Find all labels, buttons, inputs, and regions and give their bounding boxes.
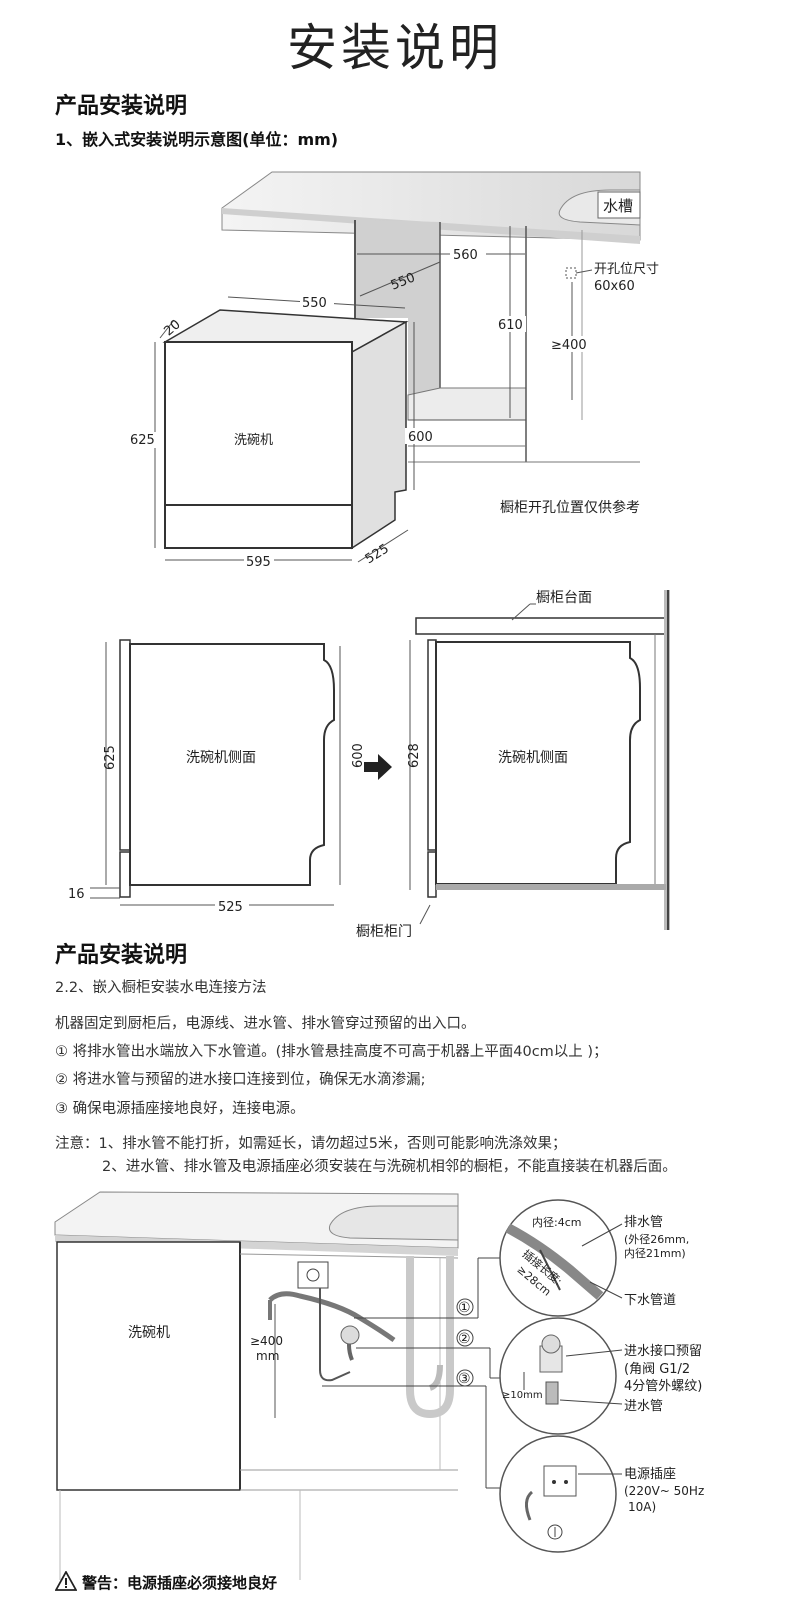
drain-hose-outer: (外径26mm, [624, 1233, 689, 1246]
inner-dia: 内径:4cm [532, 1215, 581, 1229]
hole-size-label: 开孔位尺寸 [594, 262, 659, 277]
dim-625: 625 [130, 433, 155, 448]
ge-10mm: ≥10mm [502, 1390, 543, 1401]
sink-label: 水槽 [603, 197, 633, 215]
dim-600-side: 600 [351, 743, 366, 768]
step-2: ② 将进水管与预留的进水接口连接到位，确保无水滴渗漏; [55, 1072, 426, 1088]
dishwasher-label-3: 洗碗机 [128, 1325, 170, 1341]
section2-intro: 机器固定到厨柜后，电源线、进水管、排水管穿过预留的出入口。 [55, 1016, 476, 1032]
side-view-label-right: 洗碗机侧面 [498, 750, 568, 766]
drain-hose-inner: 内径21mm) [624, 1246, 686, 1260]
dim-600: 600 [408, 430, 433, 445]
inlet-reserve-label: 进水接口预留 [624, 1343, 702, 1359]
warning-text: 警告：电源插座必须接地良好 [82, 1574, 278, 1592]
cabinet-note: 橱柜开孔位置仅供参考 [500, 499, 640, 516]
section2-subheading: 2.2、嵌入橱柜安装水电连接方法 [55, 980, 267, 996]
inlet-hose-label: 进水管 [624, 1399, 663, 1414]
inlet-spec-2: 4分管外螺纹) [624, 1379, 702, 1394]
dim-610: 610 [498, 318, 523, 333]
dim-550-top: 550 [302, 296, 327, 311]
door-label: 橱柜柜门 [356, 924, 412, 940]
page-title: 安装说明 [287, 19, 503, 77]
dim-628: 628 [407, 743, 422, 768]
section2-heading: 产品安装说明 [55, 943, 188, 968]
socket-spec-1: (220V~ 50Hz [624, 1484, 704, 1498]
drain-pipe-label: 下水管道 [624, 1293, 676, 1308]
drain-hose-label: 排水管 [624, 1215, 663, 1230]
arrow-right-icon [364, 754, 392, 780]
step-1: ① 将排水管出水端放入下水管道。(排水管悬挂高度不可高于机器上平面40cm以上 … [55, 1044, 608, 1060]
hole-size-value: 60x60 [594, 279, 635, 294]
section1-subheading: 1、嵌入式安装说明示意图(单位：mm) [55, 130, 339, 149]
socket-label: 电源插座 [624, 1467, 676, 1482]
figure-connection-diagram: 洗碗机 ≥400 mm ① ② ③ 内径:4cm 插接长度: ≥28cm ≥10… [54, 1191, 704, 1580]
step-3: ③ 确保电源插座接地良好，连接电源。 [55, 1101, 305, 1117]
dim-525: 525 [363, 541, 392, 567]
socket-spec-2: 10A) [628, 1500, 656, 1514]
inlet-spec-1: (角阀 G1/2 [624, 1362, 690, 1377]
side-view-label-left: 洗碗机侧面 [186, 750, 256, 766]
dim-ge400: ≥400 [551, 338, 587, 353]
dim-16: 16 [68, 887, 85, 902]
callout-1: ① [458, 1300, 471, 1316]
sink-label-box [597, 191, 641, 219]
warning-triangle-icon [55, 1571, 77, 1591]
note-2: 2、进水管、排水管及电源插座必须安装在与洗碗机相邻的橱柜，不能直接装在机器后面。 [102, 1159, 677, 1175]
dim-525-side: 525 [218, 900, 243, 915]
dim-595: 595 [246, 555, 271, 570]
note-1: 注意：1、排水管不能打折，如需延长，请勿超过5米，否则可能影响洗涤效果； [55, 1136, 567, 1152]
height-dim: ≥400 [250, 1334, 283, 1348]
dim-560: 560 [453, 248, 478, 263]
dim-625-side: 625 [103, 745, 118, 770]
height-unit: mm [256, 1349, 279, 1363]
counter-label: 橱柜台面 [536, 590, 592, 606]
dishwasher-label: 洗碗机 [234, 432, 273, 448]
callout-2: ② [458, 1331, 471, 1347]
section1-heading: 产品安装说明 [55, 94, 188, 119]
callout-3: ③ [458, 1371, 471, 1387]
figure-side-views: 洗碗机侧面 625 600 16 525 洗碗机侧面 628 橱柜台面 橱柜柜门 [68, 590, 670, 940]
figure-built-in-dimensions: 水槽 开孔位尺寸 60x60 560 550 610 ≥400 洗碗机 550 … [130, 171, 659, 570]
